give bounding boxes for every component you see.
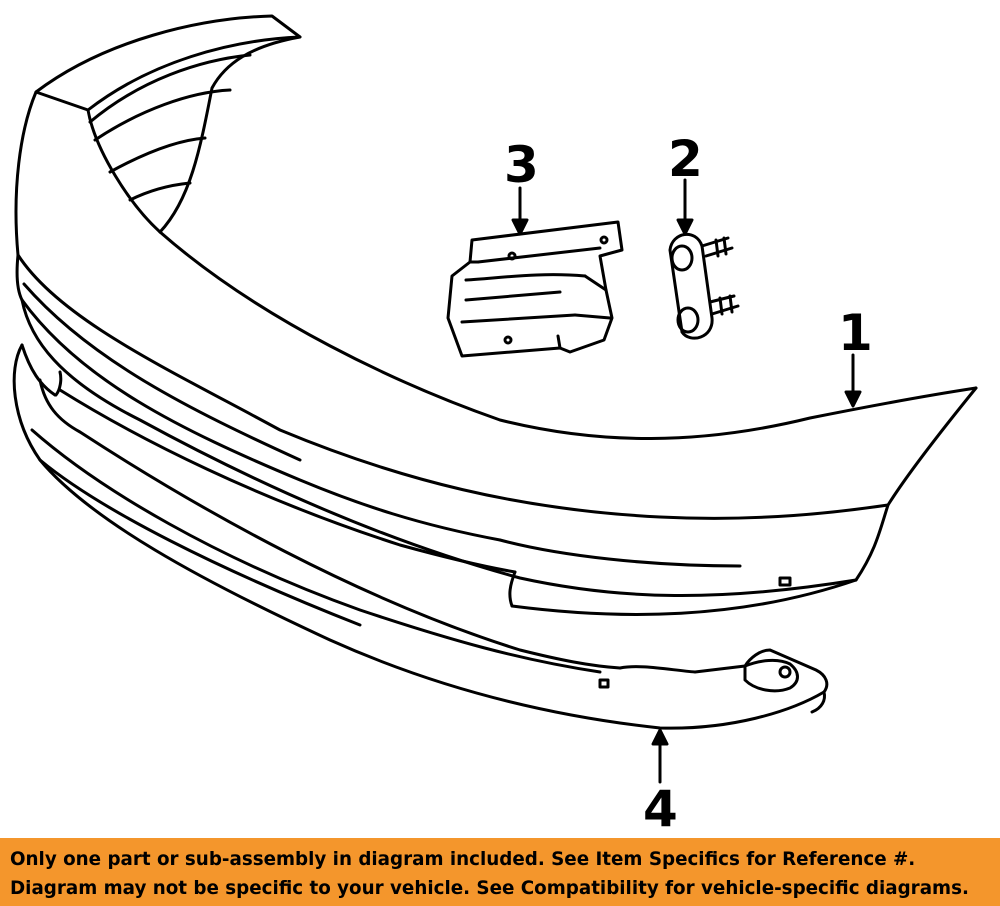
lower-valance-part (12, 343, 829, 730)
parts-diagram: 1 2 3 4 (12, 14, 978, 838)
callout-2: 2 (668, 130, 703, 188)
mounting-bracket-part (446, 220, 624, 358)
disclaimer-line-2: Diagram may not be specific to your vehi… (10, 878, 969, 899)
disclaimer-line-1: Only one part or sub-assembly in diagram… (10, 849, 916, 870)
disclaimer-banner: Only one part or sub-assembly in diagram… (0, 838, 1000, 906)
callout-3: 3 (504, 136, 539, 194)
stud-bracket-part (668, 233, 740, 340)
callout-leaders (511, 178, 862, 784)
bumper-cover-part (14, 14, 978, 616)
callout-4: 4 (643, 780, 678, 838)
callout-1: 1 (838, 304, 873, 362)
